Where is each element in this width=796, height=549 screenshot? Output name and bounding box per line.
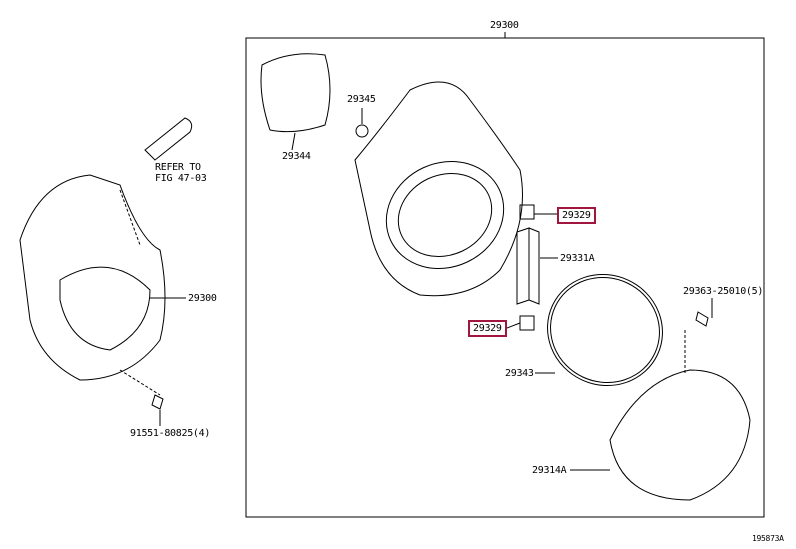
left-pump-illustration: [19, 117, 193, 426]
label-29300-top: 29300: [490, 20, 519, 31]
gasket-29344: [260, 53, 331, 133]
label-29329-lower[interactable]: 29329: [468, 320, 507, 337]
cover-29314A: [609, 369, 751, 501]
vane-rotor-29331A: [516, 227, 540, 305]
label-refer-fig: FIG 47-03: [155, 173, 207, 184]
vane-29329-lower: [519, 315, 535, 331]
label-29314A: 29314A: [532, 465, 567, 476]
label-29343: 29343: [505, 368, 534, 379]
pump-body: [354, 81, 523, 297]
label-29300-left: 29300: [188, 293, 217, 304]
oring-29343: [547, 273, 663, 387]
label-refer: REFER TO: [155, 162, 201, 173]
label-29345: 29345: [347, 94, 376, 105]
vane-29329-upper: [519, 204, 535, 220]
label-29329-upper[interactable]: 29329: [557, 207, 596, 224]
label-29344: 29344: [282, 151, 311, 162]
label-91551: 91551-80825(4): [130, 428, 211, 439]
oring-29345: [355, 124, 369, 138]
assembly-frame: [245, 37, 765, 518]
bolt-29363: [695, 311, 709, 327]
label-29331A: 29331A: [560, 253, 595, 264]
label-29363: 29363-25010(5): [683, 286, 764, 297]
diagram-id: 195873A: [752, 534, 784, 543]
